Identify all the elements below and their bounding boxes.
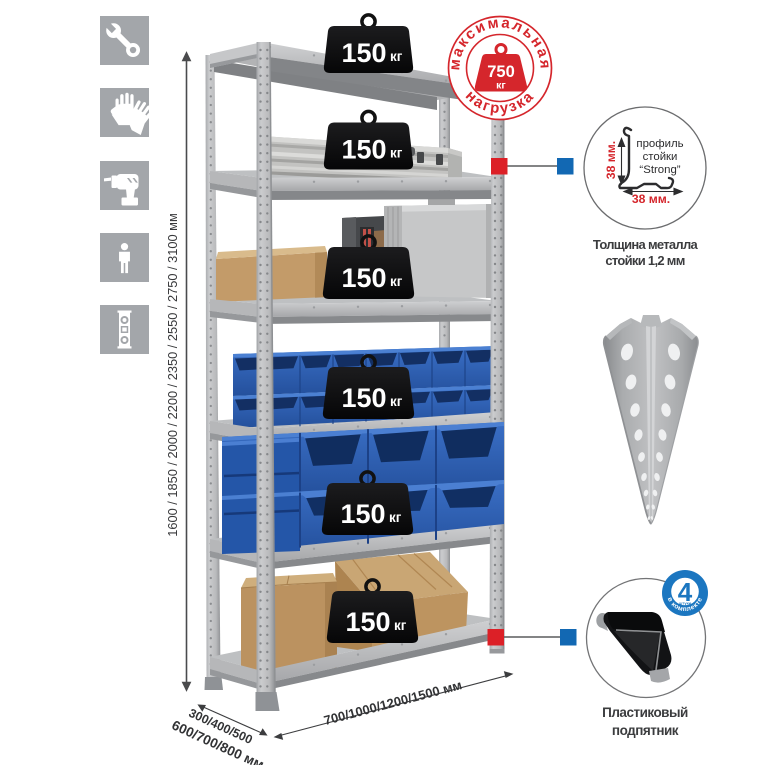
svg-text:кг: кг xyxy=(389,510,402,525)
svg-text:38 мм.: 38 мм. xyxy=(632,192,670,206)
svg-text:1600 / 1850 / 2000 / 2200 / 23: 1600 / 1850 / 2000 / 2200 / 2350 / 2550 … xyxy=(165,213,180,537)
svg-text:кг: кг xyxy=(394,618,407,633)
svg-text:кг: кг xyxy=(390,49,403,64)
svg-text:профиль: профиль xyxy=(636,138,683,150)
svg-text:подпятник: подпятник xyxy=(612,723,679,738)
svg-text:кг: кг xyxy=(390,394,403,409)
svg-text:150: 150 xyxy=(341,135,386,165)
svg-text:кг: кг xyxy=(496,80,506,92)
svg-text:кг: кг xyxy=(390,146,403,161)
svg-text:150: 150 xyxy=(341,263,386,293)
svg-text:кг: кг xyxy=(390,274,403,289)
svg-text:150: 150 xyxy=(341,383,386,413)
svg-text:4: 4 xyxy=(678,577,693,607)
svg-text:150: 150 xyxy=(345,607,390,637)
svg-text:750: 750 xyxy=(487,63,515,81)
svg-text:150: 150 xyxy=(340,499,385,529)
svg-text:150: 150 xyxy=(341,38,386,68)
svg-text:38 мм.: 38 мм. xyxy=(604,141,618,179)
svg-text:Толщина металла: Толщина металла xyxy=(593,237,699,252)
svg-text:Пластиковый: Пластиковый xyxy=(602,705,688,720)
svg-text:стойки: стойки xyxy=(643,151,678,163)
svg-text:“Strong”: “Strong” xyxy=(639,164,680,176)
svg-text:стойки 1,2 мм: стойки 1,2 мм xyxy=(605,253,684,268)
svg-text:штуки: штуки xyxy=(679,601,692,606)
